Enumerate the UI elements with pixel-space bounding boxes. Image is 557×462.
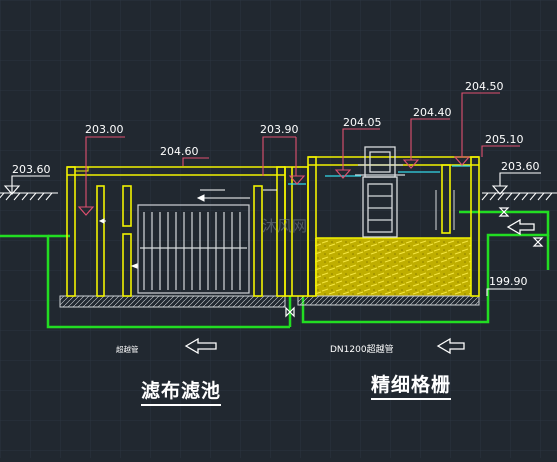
fine-screen-channel xyxy=(284,146,480,306)
overflow-label-left: 超越管 xyxy=(116,344,139,354)
sand-fill xyxy=(315,238,471,296)
caption-screen: 精细格栅 xyxy=(371,370,452,400)
elev-inlet-water: 203.90 xyxy=(260,123,299,136)
filter-basin xyxy=(59,166,286,308)
elev-screen-water-c: 204.50 xyxy=(465,80,504,93)
elev-screen-water-a: 204.05 xyxy=(343,116,382,129)
elev-filter-top: 204.60 xyxy=(160,145,199,158)
watermark: 沐风网 xyxy=(262,217,307,235)
elev-ground-right: 203.60 xyxy=(501,160,540,173)
valve-icon xyxy=(285,207,544,318)
elevation-markers xyxy=(77,92,520,216)
elev-bottom: 199.90 xyxy=(489,275,528,288)
ground-hatch xyxy=(0,192,557,201)
caption-filter: 滤布滤池 xyxy=(141,376,222,406)
elev-filter-water: 203.00 xyxy=(85,123,124,136)
elev-screen-top: 205.10 xyxy=(485,133,524,146)
flow-arrow-icon xyxy=(184,218,535,355)
pipe-label: DN1200超越管 xyxy=(330,343,394,355)
elev-screen-water-b: 204.40 xyxy=(413,106,452,119)
elev-ground-left: 203.60 xyxy=(12,163,51,176)
